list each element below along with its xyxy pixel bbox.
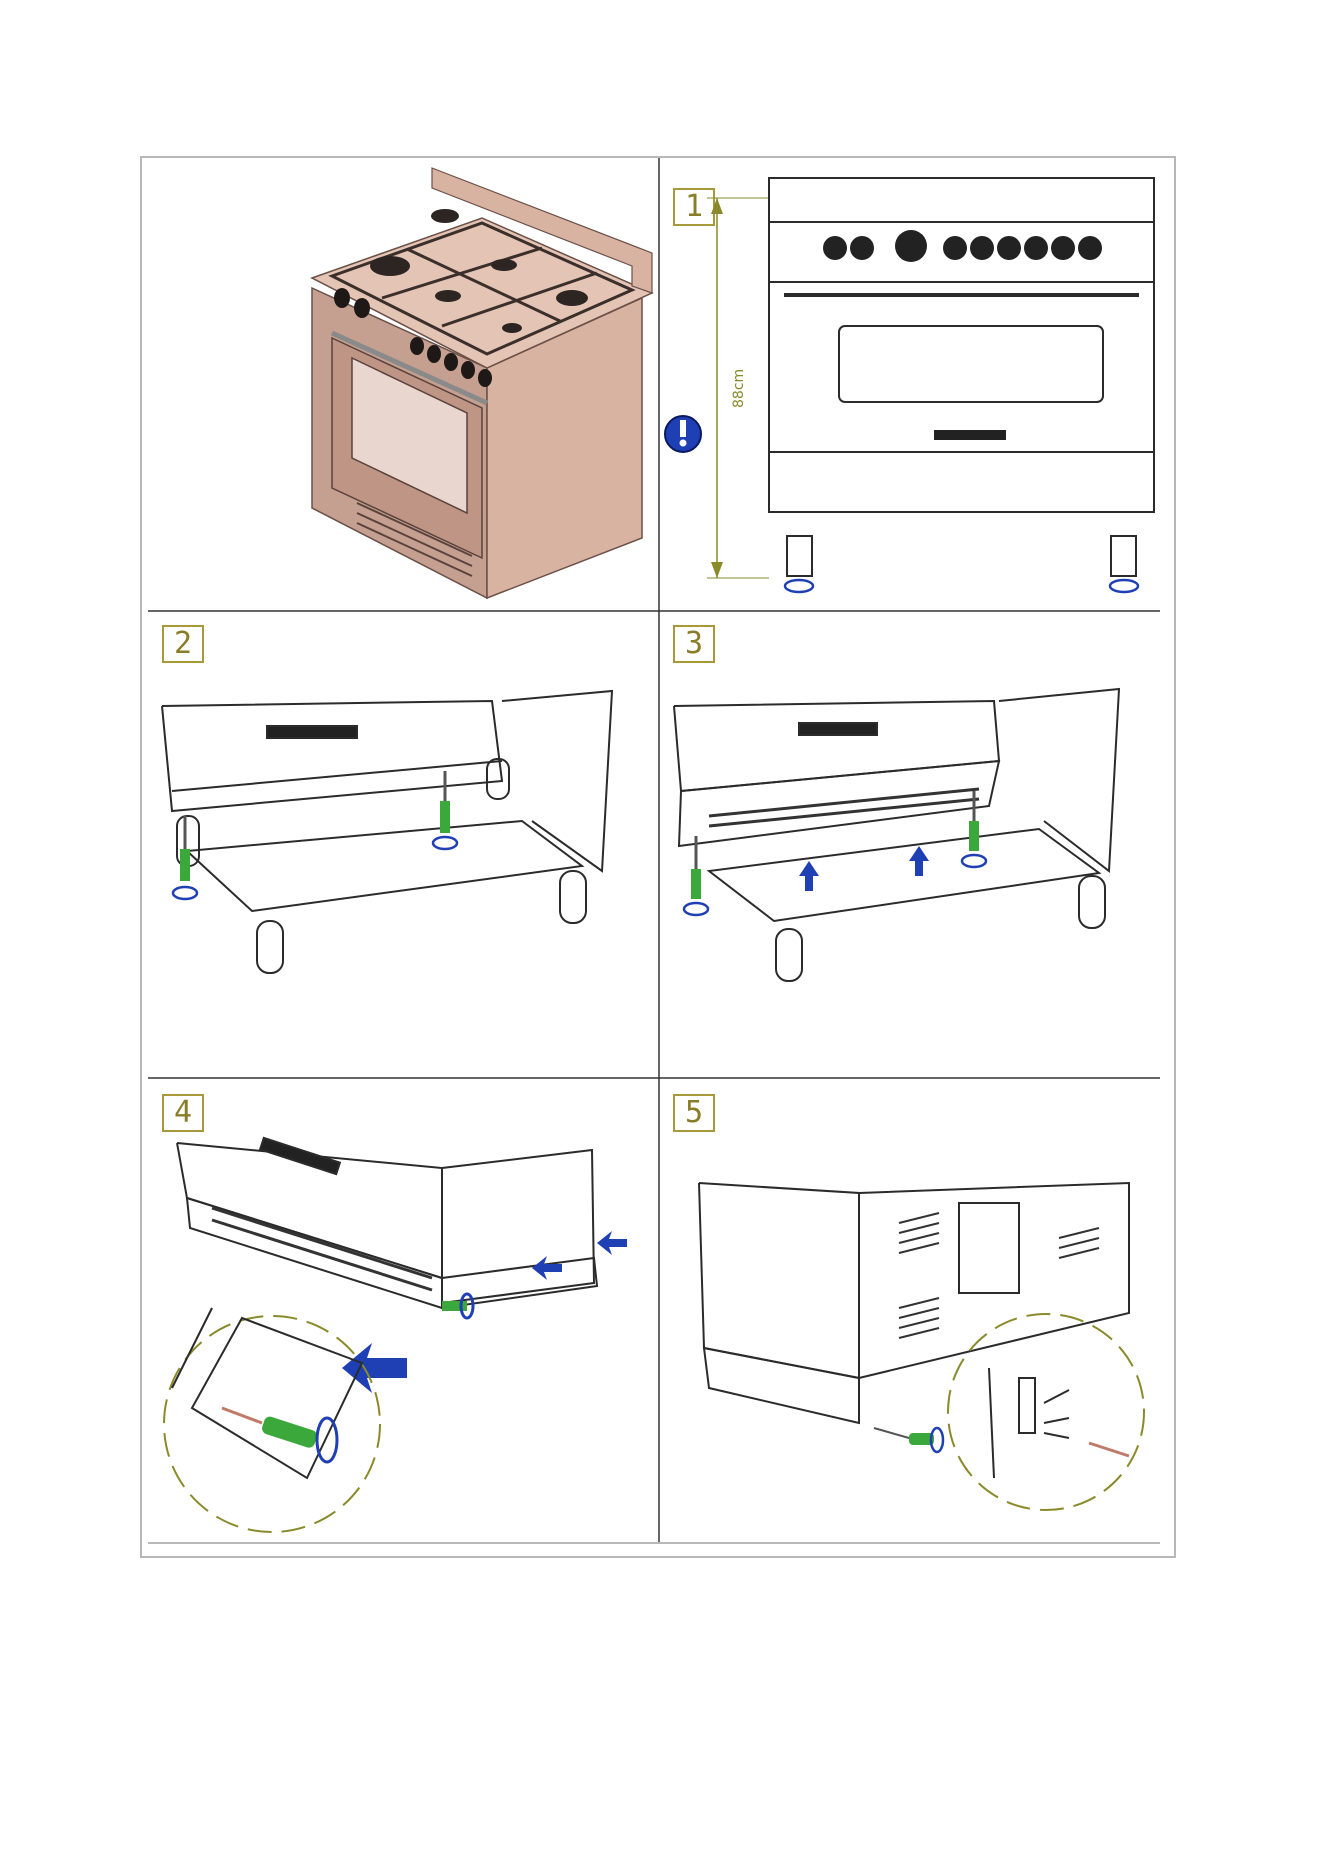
panel-step-2: 2 xyxy=(142,611,659,1078)
bottom-rule xyxy=(148,1542,1160,1544)
panel-step-4: 4 xyxy=(142,1078,659,1544)
height-dimension-label: 88cm xyxy=(731,369,747,408)
rear-panel-illustration xyxy=(659,1078,1160,1544)
panel-step-3: 3 xyxy=(659,611,1160,1078)
screwdriver-icon xyxy=(691,791,979,899)
base-legs-illustration xyxy=(142,611,659,1078)
exclamation-circle-icon xyxy=(665,416,701,452)
panel-step-5: 5 xyxy=(659,1078,1160,1544)
rotate-arrow-icon xyxy=(684,855,986,915)
base-panel-illustration xyxy=(659,611,1160,1078)
cooker-isometric-illustration xyxy=(142,158,659,611)
rotate-arrow-icon xyxy=(785,580,1138,592)
screwdriver-icon xyxy=(874,1428,934,1445)
push-arrow-icon xyxy=(342,1231,627,1393)
assembly-sheet: 1 xyxy=(140,156,1176,1558)
panel-step-1: 1 xyxy=(659,158,1160,611)
side-panel-illustration xyxy=(142,1078,659,1544)
panel-product-view xyxy=(142,158,659,611)
push-arrow-icon xyxy=(799,846,929,891)
